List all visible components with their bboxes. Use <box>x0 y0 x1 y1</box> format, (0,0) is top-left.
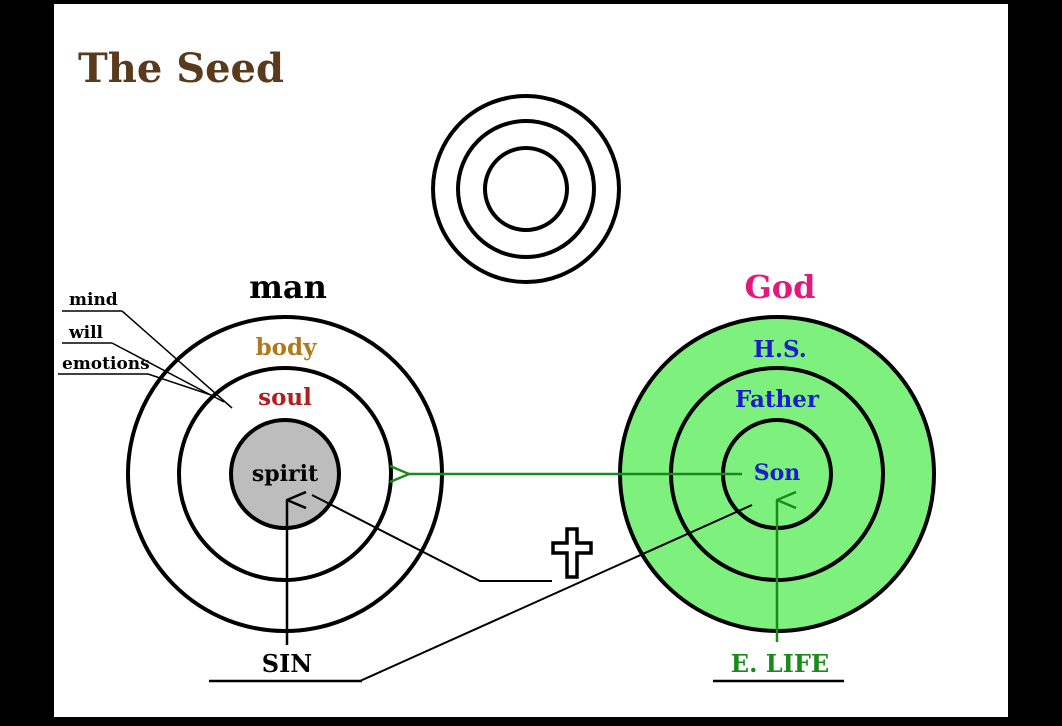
hs-label: H.S. <box>753 336 807 363</box>
soul-parts-callouts <box>58 310 233 409</box>
elife-label: E. LIFE <box>731 649 829 678</box>
spirit-to-cross-line <box>311 494 552 582</box>
cross-icon <box>551 527 593 579</box>
page-title: The Seed <box>78 45 284 92</box>
mind-label: mind <box>69 290 118 310</box>
man-label: man <box>249 268 327 306</box>
man-diagram <box>126 315 444 633</box>
body-label: body <box>256 334 318 361</box>
sin-label: SIN <box>262 649 313 678</box>
father-label: Father <box>735 386 820 413</box>
emotions-label: emotions <box>62 354 150 374</box>
man-spirit-core <box>229 418 341 530</box>
will-label: will <box>68 323 104 343</box>
soul-label: soul <box>258 384 312 411</box>
concentric-circles-icon <box>431 94 621 284</box>
spirit-label: spirit <box>252 461 319 487</box>
god-label: God <box>744 268 815 306</box>
sin-to-son-line <box>359 504 753 682</box>
son-label: Son <box>754 460 801 486</box>
god-diagram <box>618 315 936 633</box>
